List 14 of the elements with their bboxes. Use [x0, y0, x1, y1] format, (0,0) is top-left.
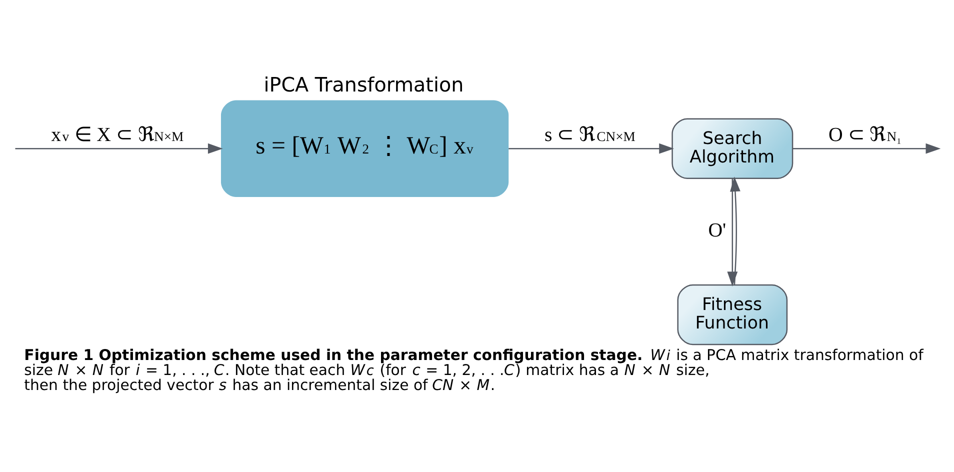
arrow	[15, 143, 223, 154]
node-box: Fitness Function	[677, 284, 788, 346]
node-box: s = [W1 W2 ⋮ WC] xv	[220, 100, 509, 197]
arrow	[727, 178, 738, 287]
arrow	[508, 143, 674, 154]
node-label: iPCA Transformation	[264, 73, 464, 96]
edge-label: s ⊂ ℜCN×M	[544, 124, 636, 146]
arrow	[730, 176, 740, 285]
node-box: Search Algorithm	[672, 118, 794, 179]
arrow	[793, 143, 941, 154]
edge-label: O ⊂ ℜN₁	[828, 124, 902, 146]
caption: Figure 1 Optimization scheme used in the parameter configuration stage. Wi is a PCA matrix transformation of size N × N for i = 1, . . ., C. Note that each Wc (for c = 1, 2, . . .C) matrix has a N × N size, then the projected vector s has an incremental size of CN × M.	[24, 346, 924, 394]
edge-label: xv ∈ X ⊂ ℜN×M	[51, 124, 184, 146]
edge-label: O'	[708, 219, 726, 242]
